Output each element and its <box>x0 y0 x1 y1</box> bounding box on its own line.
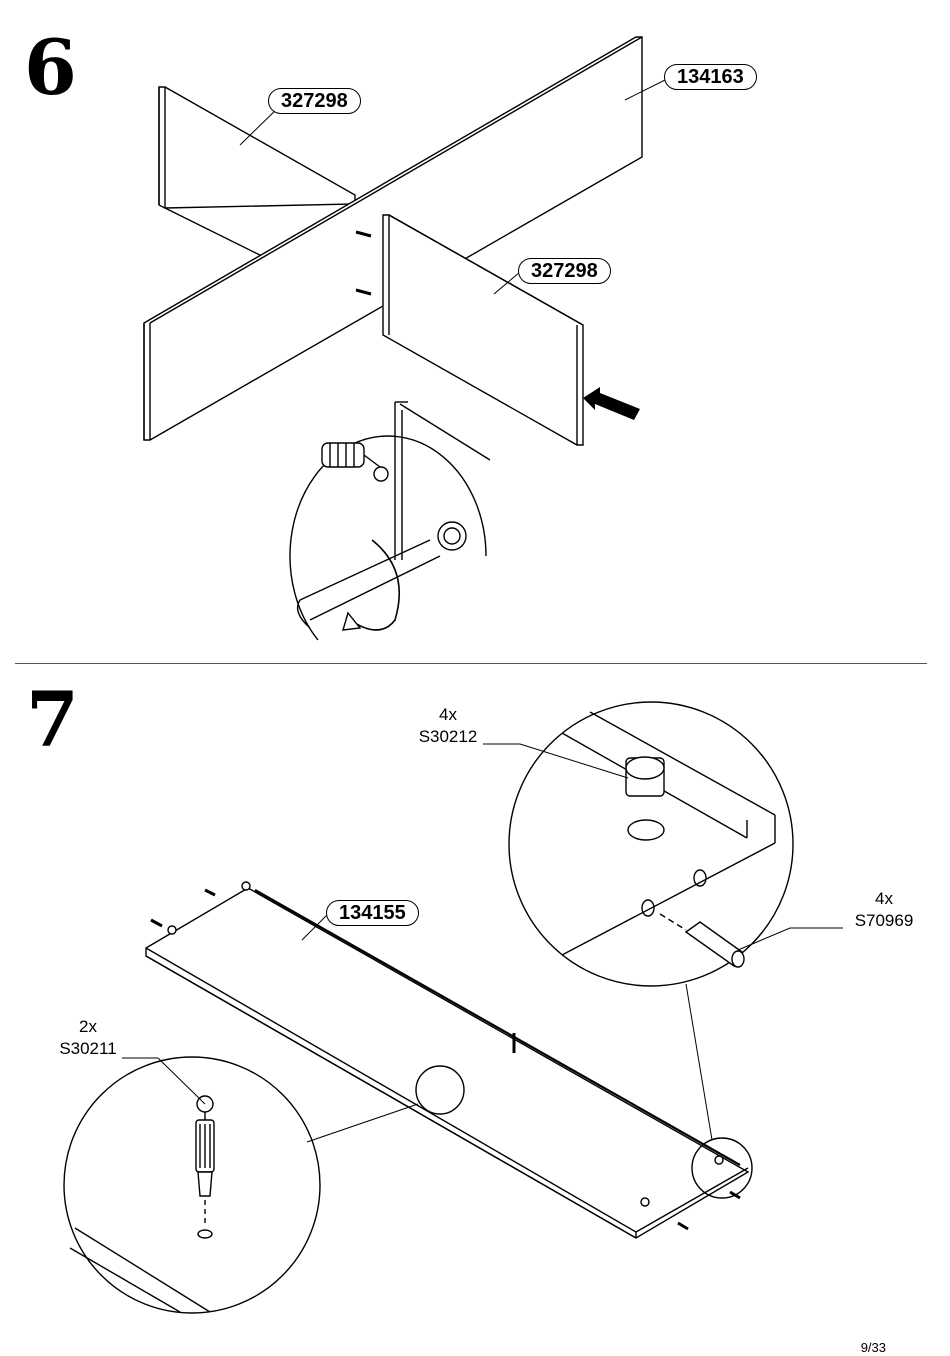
detail-circle-bolt <box>63 1056 321 1314</box>
step-divider <box>15 663 927 664</box>
part-label: 327298 <box>268 88 361 114</box>
hardware-qty: 2x <box>79 1017 97 1036</box>
hardware-qty: 4x <box>875 889 893 908</box>
step-number: 6 <box>24 23 77 112</box>
hardware-code: S70969 <box>854 911 914 930</box>
side-panel-right <box>382 214 584 446</box>
detail-circle-cam <box>508 701 794 987</box>
detail-circle-step6 <box>289 401 491 641</box>
hardware-label: 2x S30211 <box>52 1016 124 1060</box>
hardware-label: 4x S30212 <box>412 704 484 748</box>
hardware-code: S30211 <box>59 1039 117 1058</box>
hardware-label: 4x S70969 <box>846 888 922 932</box>
hardware-code: S30212 <box>418 727 478 746</box>
bottom-panel <box>145 887 750 1239</box>
page-number: 9/33 <box>860 1340 886 1355</box>
part-label: 327298 <box>518 258 611 284</box>
part-label: 134163 <box>664 64 757 90</box>
step-number: 7 <box>26 675 79 764</box>
part-label: 134155 <box>326 900 419 926</box>
hardware-qty: 4x <box>439 705 457 724</box>
